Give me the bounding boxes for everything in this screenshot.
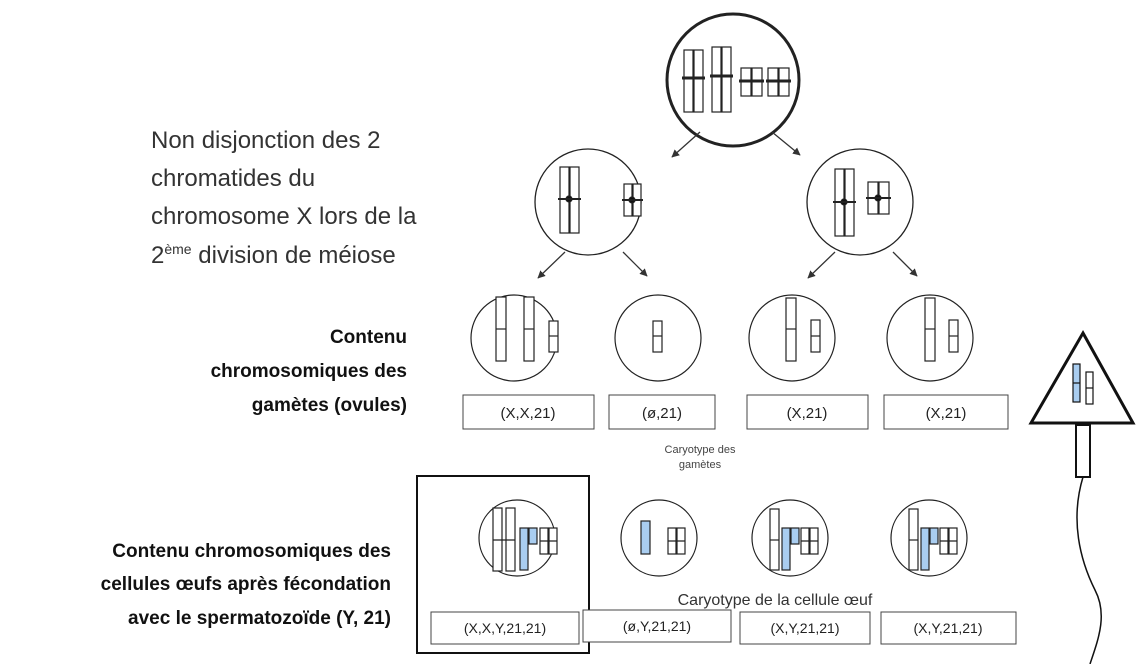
spermatozoon — [1028, 329, 1136, 664]
gametes-label-line-1: Contenu — [330, 327, 407, 348]
zygote-4-chromosome-y — [920, 527, 930, 571]
zygote-karyotype-box-1: (X,X,Y,21,21) — [430, 611, 580, 645]
spermatozoon-midpiece — [1075, 424, 1091, 478]
mother-chromosome-x-2 — [710, 46, 733, 113]
arrow-mother-right — [771, 131, 801, 156]
zygote-1-chromosome-21-sperm — [528, 527, 538, 545]
zygote-cell-1 — [478, 499, 558, 577]
zygote-karyotype-3: (X,Y,21,21) — [770, 620, 839, 636]
title-line-4-superscript: ème — [164, 241, 191, 257]
zygote-karyotype-boxes: (X,X,Y,21,21) (ø,Y,21,21) (X,Y,21,21) (X… — [430, 609, 1017, 645]
gamete-karyotype-box-4: (X,21) — [883, 394, 1009, 430]
gamete-karyotype-1: (X,X,21) — [500, 405, 555, 422]
zygote-4-chromosome-21-sperm — [929, 527, 939, 545]
zygote-3-chromosome-y — [781, 527, 791, 571]
arrow-secondary-left-2 — [622, 251, 648, 277]
arrow-secondary-right-2 — [892, 251, 918, 277]
gamete-1-membrane — [470, 294, 558, 382]
gametes-caption: Caryotype des gamètes — [665, 444, 736, 471]
zygotes-label-line-2: cellules œufs après fécondation — [101, 574, 391, 595]
mother-chromosome-x-1 — [682, 49, 705, 113]
title-line-4-rest: division de méiose — [192, 242, 396, 269]
gametes-label-line-3: gamètes (ovules) — [252, 395, 407, 416]
gamete-karyotype-boxes: (X,X,21) (ø,21) (X,21) (X,21) — [462, 394, 1009, 430]
zygotes-label-line-3: avec le spermatozoïde (Y, 21) — [128, 608, 391, 629]
mother-chromosome-21-2 — [766, 67, 791, 97]
title-line-4-number: 2 — [151, 242, 164, 269]
arrow-secondary-left-1 — [537, 251, 566, 279]
highlight-frame — [416, 475, 590, 654]
zygotes-label-line-1: Contenu chromosomiques des — [112, 541, 391, 562]
gamete-karyotype-4: (X,21) — [926, 405, 967, 422]
gamete-cell-1 — [470, 294, 559, 382]
zygote-karyotype-box-3: (X,Y,21,21) — [739, 611, 871, 645]
title-line-2: chromatides du — [151, 165, 315, 192]
mother-cell — [665, 12, 801, 148]
secondary-cell-right — [806, 148, 914, 256]
secondary-left-chromosome-21 — [622, 183, 643, 217]
gamete-cell-3 — [748, 294, 836, 382]
zygote-karyotype-4: (X,Y,21,21) — [913, 620, 982, 636]
zygote-karyotype-box-2: (ø,Y,21,21) — [582, 609, 732, 643]
gamete-karyotype-box-3: (X,21) — [746, 394, 869, 430]
title-line-3: chromosome X lors de la — [151, 203, 417, 230]
zygote-karyotype-box-4: (X,Y,21,21) — [880, 611, 1017, 645]
secondary-cell-left — [534, 148, 643, 256]
mother-cell-membrane — [665, 12, 801, 148]
secondary-left-chromosome-x — [558, 166, 581, 234]
mother-chromosome-21-1 — [739, 67, 764, 97]
gametes-caption-line-2: gamètes — [679, 459, 722, 471]
zygote-cell-4 — [890, 499, 968, 577]
gamete-cell-4 — [886, 294, 974, 382]
spermatozoon-flagellum — [1076, 476, 1103, 664]
zygotes-caption: Caryotype de la cellule œuf — [678, 592, 873, 609]
gamete-karyotype-box-1: (X,X,21) — [462, 394, 595, 430]
gamete-karyotype-3: (X,21) — [787, 405, 828, 422]
spermatozoon-head — [1028, 329, 1136, 425]
zygote-3-chromosome-21-sperm — [790, 527, 800, 545]
gamete-cell-2 — [614, 294, 702, 382]
zygotes-label: Contenu chromosomiques des cellules œufs… — [101, 541, 391, 629]
gametes-label-line-2: chromosomiques des — [211, 361, 407, 382]
zygote-cell-2 — [620, 499, 698, 577]
gamete-karyotype-box-2: (ø,21) — [608, 394, 716, 430]
title-text: Non disjonction des 2 chromatides du chr… — [151, 127, 417, 269]
gametes-caption-line-1: Caryotype des — [665, 444, 736, 456]
secondary-cell-right-membrane — [806, 148, 914, 256]
zygote-2-membrane — [620, 499, 698, 577]
zygote-karyotype-1: (X,X,Y,21,21) — [464, 620, 546, 636]
zygote-1-chromosome-y — [519, 527, 529, 571]
gamete-karyotype-2: (ø,21) — [642, 405, 682, 422]
title-line-4: 2ème division de méiose — [151, 241, 396, 269]
arrow-secondary-right-1 — [807, 251, 836, 279]
title-line-1: Non disjonction des 2 — [151, 127, 380, 154]
gametes-label: Contenu chromosomiques des gamètes (ovul… — [211, 327, 407, 416]
zygote-karyotype-2: (ø,Y,21,21) — [623, 618, 691, 634]
zygote-2-chromosome-y — [640, 520, 651, 555]
secondary-right-chromosome-x — [833, 168, 856, 237]
secondary-right-chromosome-21 — [866, 181, 891, 215]
zygote-cell-3 — [751, 499, 829, 577]
arrow-mother-left — [671, 131, 701, 158]
